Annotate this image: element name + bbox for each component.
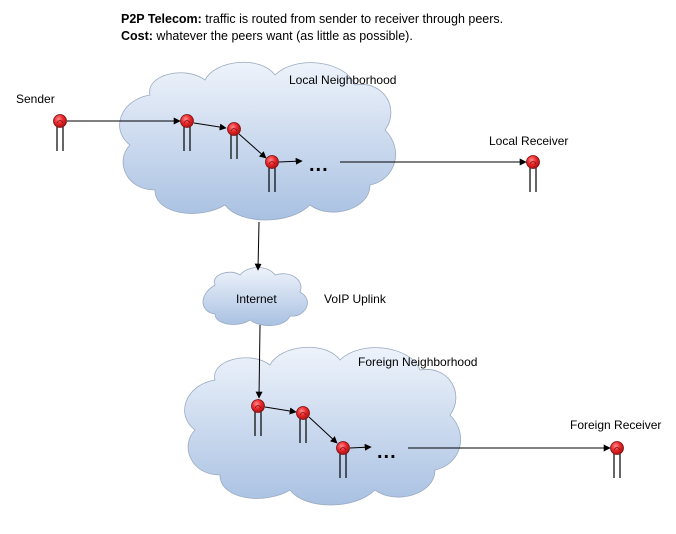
edge-fpeer2-to-fpeer3 — [308, 416, 338, 444]
foreign-ellipsis: ... — [377, 441, 397, 463]
edge-fpeer1-to-fpeer2 — [264, 406, 297, 415]
edge-peer1-to-peer2 — [193, 122, 227, 131]
edge-fpeer3-to-ellipsis — [349, 443, 372, 451]
internet-cloud — [202, 267, 308, 326]
edge-peer2-to-peer3 — [238, 133, 267, 159]
local-receiver-label: Local Receiver — [489, 134, 568, 148]
foreign-receiver-peer-icon — [609, 440, 625, 479]
cost-description: whatever the peers want (as little as po… — [153, 29, 413, 43]
foreign-neighborhood-cloud — [184, 346, 461, 506]
header-line-1: P2P Telecom: traffic is routed from send… — [121, 12, 503, 26]
edge-peer3-to-ellipsis — [278, 157, 303, 165]
edge-local-to-internet — [254, 221, 262, 271]
header-line-2: Cost: whatever the peers want (as little… — [121, 29, 413, 43]
cost-title: Cost: — [121, 29, 153, 43]
foreign-route-edges — [264, 406, 611, 452]
local-receiver-peer-icon — [525, 154, 541, 193]
sender-peer-icon — [52, 113, 68, 152]
header-title: P2P Telecom: — [121, 12, 202, 26]
foreign-neighborhood-label: Foreign Neighborhood — [358, 355, 477, 369]
local-neighborhood-cloud — [119, 61, 396, 221]
header-description: traffic is routed from sender to receive… — [202, 12, 503, 26]
sender-label: Sender — [16, 92, 55, 106]
local-neighborhood-label: Local Neighborhood — [289, 73, 396, 87]
local-ellipsis: ... — [309, 154, 329, 176]
local-route-edges — [67, 117, 527, 399]
internet-label: Internet — [236, 292, 277, 306]
foreign-receiver-label: Foreign Receiver — [570, 418, 661, 432]
edge-internet-to-foreign — [255, 324, 263, 399]
voip-uplink-label: VoIP Uplink — [324, 292, 387, 306]
